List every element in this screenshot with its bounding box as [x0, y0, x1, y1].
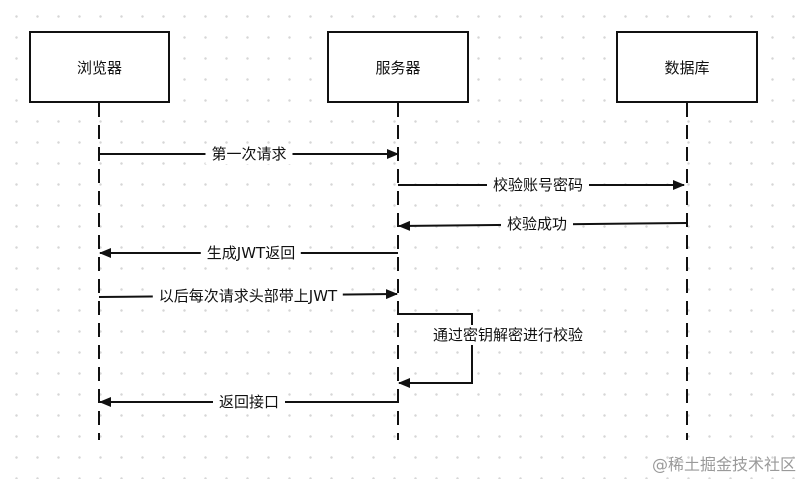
message-generate-jwt: 生成JWT返回	[200, 243, 302, 263]
actor-server: 服务器	[327, 31, 469, 103]
message-verify-credentials: 校验账号密码	[486, 175, 590, 195]
actor-server-label: 服务器	[375, 58, 421, 77]
actor-browser: 浏览器	[29, 31, 170, 103]
watermark: @稀土掘金技术社区	[651, 455, 796, 474]
message-subsequent-requests: 以后每次请求头部带上JWT	[152, 286, 344, 306]
actor-database: 数据库	[616, 31, 758, 103]
actor-browser-label: 浏览器	[76, 58, 122, 77]
message-decrypt-verify: 通过密钥解密进行校验	[426, 325, 590, 345]
actor-database-label: 数据库	[664, 58, 710, 77]
message-verify-success: 校验成功	[500, 214, 574, 234]
arrow-self-decrypt-verify	[398, 313, 473, 388]
message-return-api: 返回接口	[212, 392, 286, 412]
message-first-request: 第一次请求	[205, 144, 293, 164]
